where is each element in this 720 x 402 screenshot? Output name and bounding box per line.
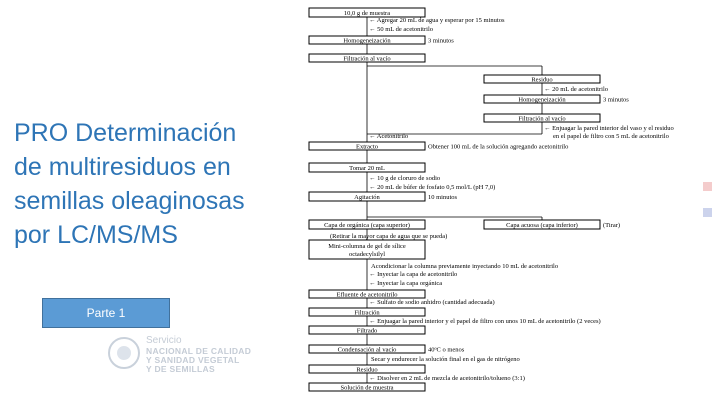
note-sodium-sulfate: ← Sulfato de sodio anhidro (cantidad ade… [369,299,495,306]
note-obtain-100ml: Obtener 100 mL de la solución agregando … [428,144,568,151]
flow-box-vacuum-condensation-label: Condensación al vacío [338,347,397,354]
flow-box-organic-layer [308,219,426,230]
flow-box-vacuum-filtration [308,53,426,63]
note-add-water: ← Agregar 20 mL de agua y esperar por 15… [369,17,505,24]
flow-box-extract [308,141,426,151]
logo-line-3: Y SANIDAD VEGETAL [146,355,240,365]
flow-box-filtrate-label: Filtrado [357,328,378,335]
note-rinse-twice: ← Enjuagar la pared interior y el papel … [369,318,601,325]
title-line-4: por LC/MS/MS [14,221,178,249]
note-3-minutes-2: 3 minutos [603,97,629,104]
logo-line-1: Servicio [146,335,182,346]
senave-logo: Servicio NACIONAL DE CALIDAD Y SANIDAD V… [108,335,258,375]
note-inject-acetonitrile-layer: ← Inyectar la capa de acetonitrilo [369,271,457,278]
flow-box-vacuum-filtration-label: Filtración al vacío [343,56,390,63]
flow-box-mini-column-label-2: octadecylsilyl [349,251,385,258]
note-acetonitrile-50: ← 50 mL de acetonitrilo [369,26,433,33]
flow-box-filtrate [308,325,426,335]
flow-box-homogenization [308,35,426,45]
note-acetonitrile: ← Acetonitrilo [369,133,408,140]
flow-box-filtration-label: Filtración [354,310,380,317]
note-3-minutes: 3 minutos [428,38,454,45]
flow-box-residue-2-label: Residuo [356,367,377,374]
note-40c: 40ºC o menos [428,347,465,354]
part-1-button[interactable]: Parte 1 [42,298,170,328]
title-line-1: PRO Determinación [14,119,237,147]
flow-box-residue-label: Residuo [531,77,552,84]
flow-box-vacuum-condensation [308,344,426,354]
seal-icon [108,337,140,369]
flow-box-acetonitrile-effluent-label: Efluente de acetonitrilo [336,292,397,299]
flow-box-organic-layer-label: Capa de orgánica (capa superior) [324,222,410,229]
title-line-3: semillas oleaginosas [14,187,245,215]
note-acetonitrile-20: ← 20 mL de acetonitrilo [544,86,608,93]
flow-box-agitation-label: Agitación [354,194,380,201]
flow-box-aqueous-layer [483,219,601,230]
flow-box-agitation [308,191,426,202]
note-rinse-filter: en el papel de filtro con 5 mL de aceton… [553,133,669,140]
flow-box-sample-solution [308,382,426,392]
flow-box-take-20ml [308,162,426,173]
flow-box-aqueous-layer-label: Capa acuosa (capa inferior) [506,222,578,229]
note-condition-column: Acondicionar la columna previamente inye… [371,263,558,270]
flow-box-take-20ml-label: Tomar 20 mL [349,165,385,172]
note-rinse-wall: ← Enjuagar la pared interior del vaso y … [544,125,674,132]
flow-box-filtration [308,307,426,317]
note-dry-nitrogen: Secar y endurecer la solución final en e… [371,356,520,363]
note-remove-water: (Retirar la mayor capa de agua que se pu… [330,233,447,240]
flow-box-homogenization-2-label: Homogeneización [518,97,566,104]
flow-box-residue-2 [308,364,426,374]
flow-box-mini-column-label-1: Mini-columna de gel de sílice [328,243,406,250]
flow-box-vacuum-filtration-2-label: Filtración al vacío [518,116,565,123]
flow-box-acetonitrile-effluent [308,289,426,299]
flow-box-homogenization-label: Homogeneización [343,38,391,45]
logo-line-4: Y DE SEMILLAS [146,364,215,374]
flow-box-mini-column [308,239,426,260]
blue-square-decoration [703,208,712,217]
note-discard: (Tirar) [603,222,620,229]
note-10-minutes: 10 minutos [428,194,458,201]
flow-box-residue [483,74,601,84]
note-sodium-chloride: ← 10 g de cloruro de sodio [369,175,440,182]
flow-box-sample-solution-label: Solución de muestra [340,385,393,392]
flow-box-sample-label: 10,0 g de muestra [344,10,390,17]
flow-box-homogenization-2 [483,94,601,104]
pink-square-decoration [703,182,712,191]
flow-box-vacuum-filtration-2 [483,113,601,123]
note-dissolve: ← Disolver en 2 mL de mezcla de acetonit… [369,375,525,382]
note-phosphate-buffer: ← 20 mL de búfer de fosfato 0,5 mol/L (p… [369,184,495,191]
flow-box-sample [308,7,426,18]
logo-line-2: NACIONAL DE CALIDAD [146,346,252,356]
title-line-2: de multiresiduos en [14,153,231,181]
flow-box-extract-label: Extracto [356,144,378,151]
note-inject-organic-layer: ← Inyectar la capa orgánica [369,280,442,287]
